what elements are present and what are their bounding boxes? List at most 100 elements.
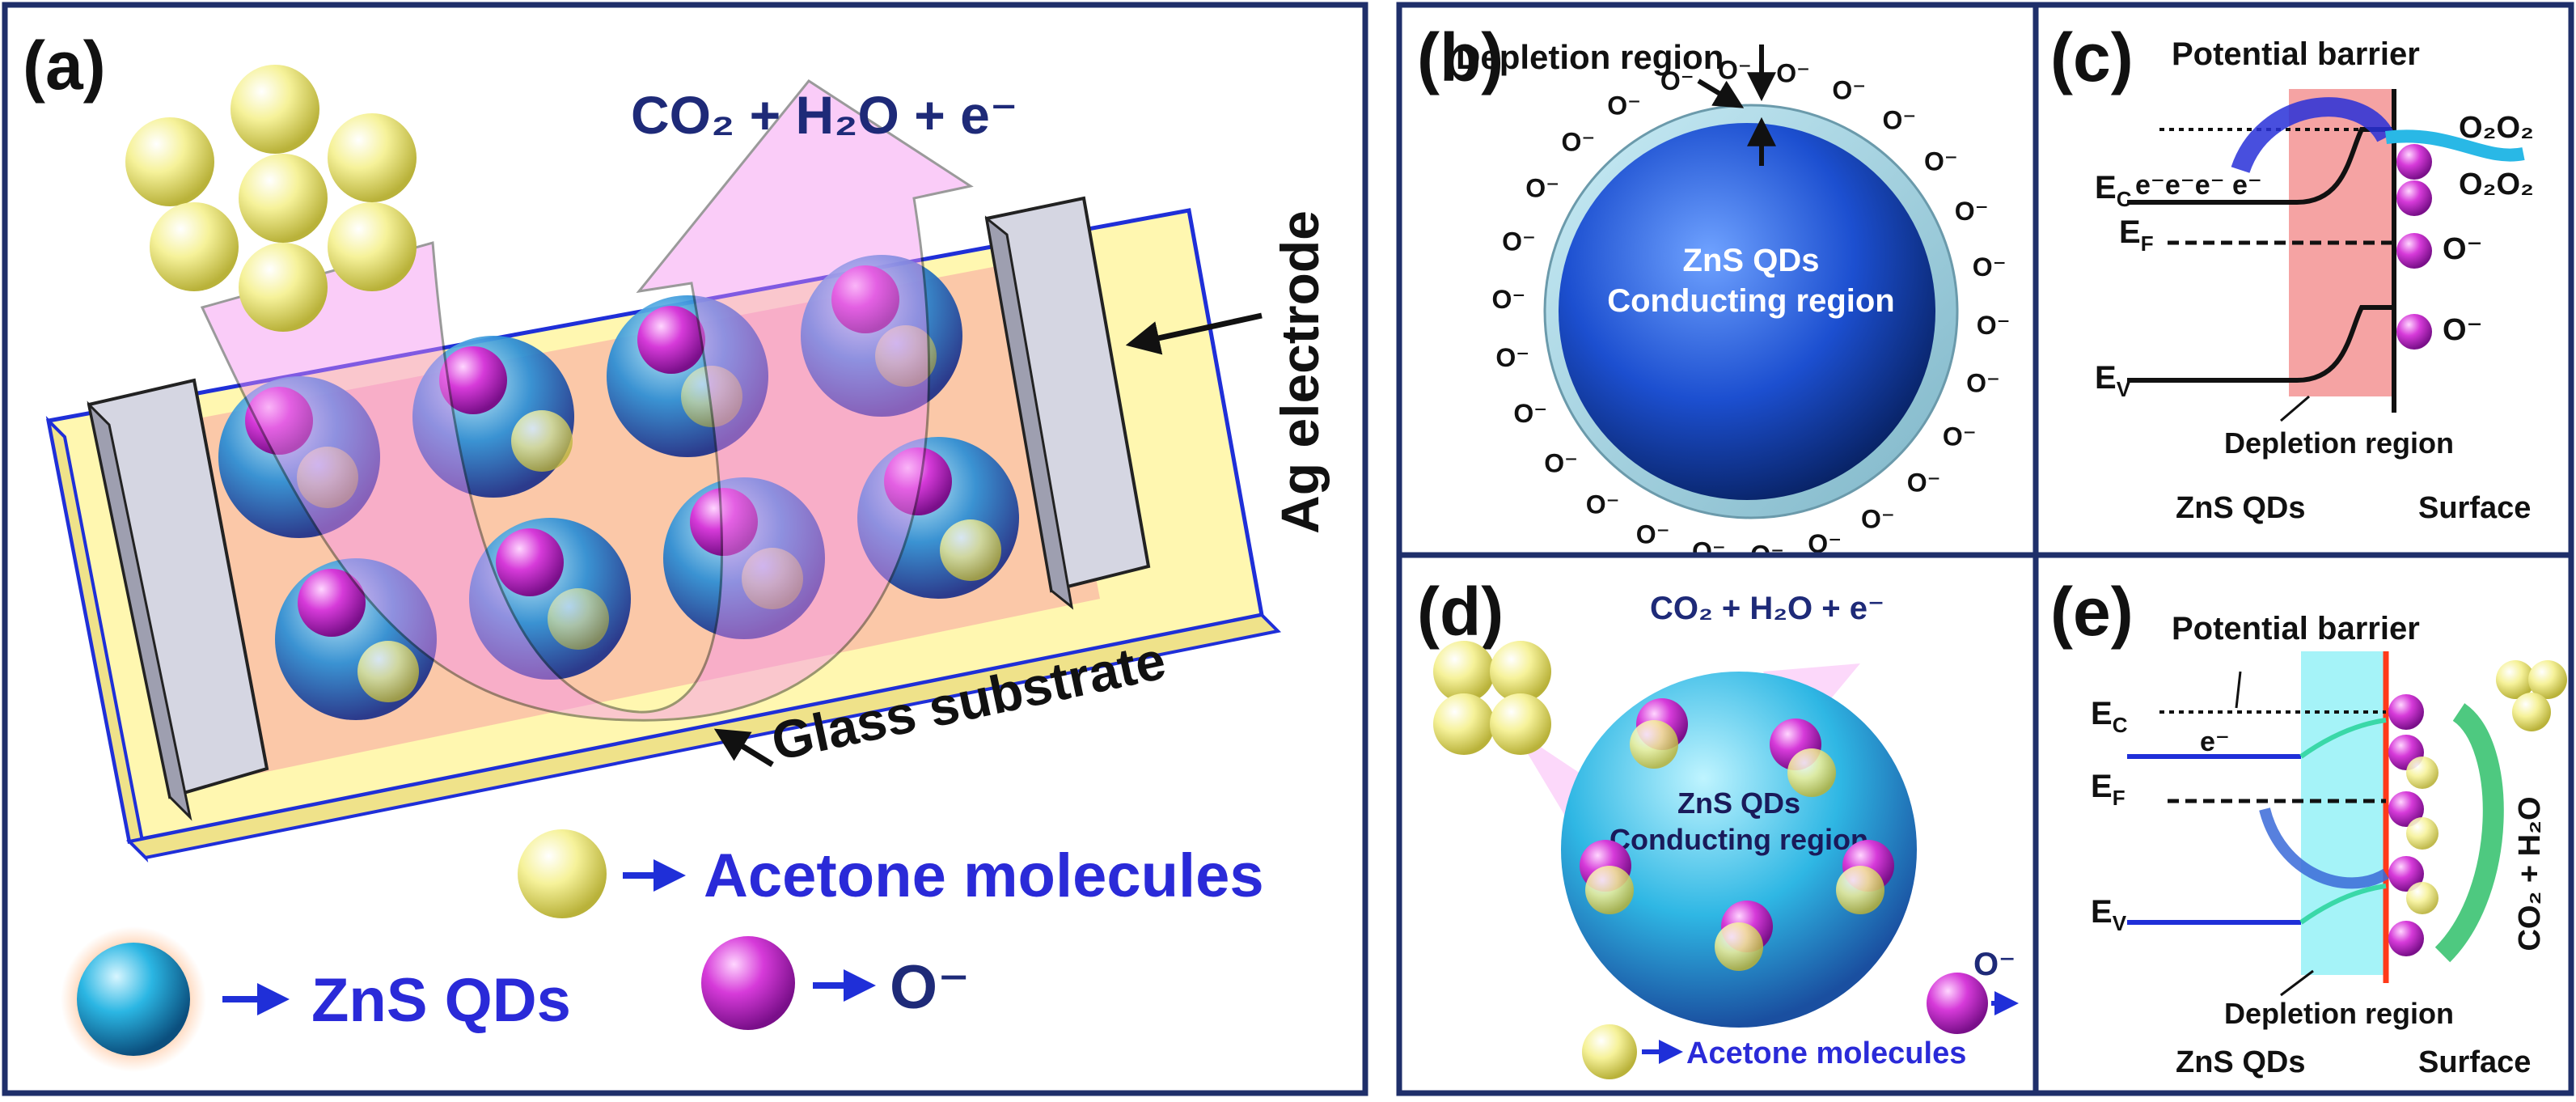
- panel-c-ev: EV: [2095, 360, 2131, 401]
- panel-c-label: (c): [2050, 19, 2134, 95]
- qd-8: [857, 437, 1019, 599]
- panel-e-products-label: CO₂ + H₂O: [2513, 796, 2547, 951]
- panel-b-oxygen-ion: O⁻: [1718, 56, 1752, 85]
- panel-d-gas-products: CO₂ + H₂O + e⁻: [1650, 591, 1884, 626]
- panel-b: (b) ZnS QDs Conducting region Depletion …: [1396, 2, 2039, 570]
- qd-4: [801, 255, 962, 417]
- panel-b-oxygen-ion: O⁻: [1883, 106, 1917, 135]
- glass-substrate-front: [125, 612, 1282, 860]
- panel-b-core-line2: Conducting region: [1607, 283, 1895, 319]
- legend-acetone-label: Acetone molecules: [704, 841, 1264, 910]
- panel-b-oxygen-ion: O⁻: [1525, 174, 1559, 203]
- panel-c-electrons: e⁻e⁻e⁻ e⁻: [2135, 170, 2262, 201]
- panel-d-core-line2: Conducting region: [1609, 823, 1868, 856]
- panel-e-product-arrow: [2434, 703, 2504, 963]
- panel-b-oxygen-ion: O⁻: [1776, 59, 1810, 88]
- legend-oxygen-swatch: [701, 936, 795, 1030]
- panel-e-acetone-cluster: [2496, 660, 2567, 731]
- panel-c-depletion-label: Depletion region: [2224, 426, 2454, 460]
- panel-e: (e) Potential barrier EC EF EV e⁻: [2032, 552, 2574, 1096]
- panel-b-oxygen-ion: O⁻: [1660, 66, 1694, 95]
- panel-e-surface-molecules: [2388, 694, 2439, 956]
- panel-b-oxygen-ion: O⁻: [1973, 252, 2007, 282]
- panel-d-legend-acetone-swatch: [1582, 1024, 1637, 1079]
- panel-d-label: (d): [1417, 574, 1504, 650]
- panel-c-o-ion-2: [2396, 180, 2432, 216]
- panel-b-depletion-label: Depletion region: [1456, 38, 1724, 76]
- panel-b-core-line1: ZnS QDs: [1683, 243, 1820, 278]
- panel-b-oxygen-ion: O⁻: [1966, 368, 2000, 397]
- panel-b-oxygen-ion: O⁻: [1636, 519, 1670, 549]
- panel-c-o2-label-2: O₂O₂: [2459, 167, 2534, 201]
- panel-b-oxygen-ion: O⁻: [1495, 343, 1529, 372]
- panel-e-label: (e): [2050, 574, 2134, 650]
- panel-c-bottom-left: ZnS QDs: [2176, 491, 2305, 525]
- legend-zns-swatch: [77, 943, 190, 1056]
- panel-c-o-ion-3: [2396, 233, 2432, 269]
- panel-b-depletion-pointer: [1697, 78, 1745, 108]
- panel-e-electron-return-arrow: [2259, 807, 2389, 889]
- panel-c-o2-label-1: O₂O₂: [2459, 111, 2534, 145]
- qd-3: [607, 295, 768, 457]
- legend-oxygen: O⁻: [701, 936, 970, 1030]
- legend-acetone-swatch: [518, 829, 607, 918]
- panel-e-barrier-pointer: [2235, 671, 2242, 709]
- legend-zns: ZnS QDs: [61, 926, 571, 1072]
- legend-acetone: Acetone molecules: [518, 829, 1264, 918]
- panel-e-bottom-left: ZnS QDs: [2176, 1045, 2305, 1079]
- panel-c-o-ion-label-1: O⁻: [2443, 232, 2483, 266]
- qd-5: [275, 558, 437, 720]
- qd-1: [218, 376, 380, 538]
- legend-oxygen-label: O⁻: [890, 953, 970, 1022]
- panel-b-oxygen-ion: O⁻: [1562, 127, 1596, 156]
- panel-a: (a): [2, 2, 1368, 1096]
- panel-d-acetone-cluster: [1433, 641, 1551, 755]
- panel-d-adsorbed-molecules: [1580, 698, 1894, 971]
- panel-b-label: (b): [1417, 19, 1504, 95]
- panel-c-o2-arrow: [2385, 129, 2525, 162]
- qd-core-conducting: [1559, 123, 1935, 500]
- gas-flow-arrow: [200, 79, 974, 722]
- ag-electrode-label: Ag electrode: [1270, 210, 1330, 534]
- panel-d: (d) CO₂ + H₂O + e⁻ ZnS QDs Conducting re…: [1396, 552, 2039, 1096]
- qd-2: [412, 336, 574, 498]
- panel-b-oxygen-ion: O⁻: [1586, 490, 1620, 519]
- panel-b-oxygen-ion: O⁻: [1544, 449, 1578, 478]
- panel-b-oxygen-ion: O⁻: [1861, 505, 1895, 534]
- qd-7: [663, 477, 825, 639]
- ag-electrode-pointer: [1125, 312, 1263, 355]
- panel-b-oxygen-ions: O⁻O⁻O⁻O⁻O⁻O⁻O⁻O⁻O⁻O⁻O⁻O⁻O⁻O⁻O⁻O⁻O⁻O⁻O⁻O⁻…: [1492, 56, 2011, 570]
- panel-e-ef: EF: [2091, 769, 2126, 810]
- panel-b-oxygen-ion: O⁻: [1977, 311, 2011, 340]
- panel-b-oxygen-ion: O⁻: [1513, 399, 1547, 428]
- panel-c-o-ion-label-2: O⁻: [2443, 313, 2483, 347]
- panel-e-depletion-label: Depletion region: [2224, 997, 2454, 1030]
- panel-b-oxygen-ion: O⁻: [1907, 468, 1941, 498]
- panel-c: (c) Potential barrier EC e⁻e⁻e⁻ e⁻ EF EV…: [2032, 2, 2574, 558]
- panel-b-oxygen-ion: O⁻: [1955, 197, 1989, 226]
- panel-b-oxygen-ion: O⁻: [1943, 422, 1977, 451]
- panel-c-o-ion-1: [2396, 144, 2432, 180]
- panel-e-ec: EC: [2091, 696, 2128, 737]
- legend-zns-label: ZnS QDs: [311, 966, 571, 1035]
- panel-c-electron-transfer-arrow: [2231, 97, 2395, 174]
- glass-substrate-pointer: [713, 728, 774, 767]
- panel-c-ec: EC: [2095, 170, 2132, 211]
- panel-b-oxygen-ion: O⁻: [1832, 76, 1866, 105]
- ag-electrode-left-side: [87, 401, 192, 821]
- panel-e-depletion-pointer: [2280, 969, 2314, 997]
- panel-e-bottom-right: Surface: [2418, 1045, 2531, 1079]
- panel-c-conduction-band: [2127, 127, 2394, 205]
- acetone-cluster: [125, 65, 417, 332]
- panel-c-o-ion-4: [2396, 314, 2432, 350]
- panel-b-oxygen-ion: O⁻: [1492, 285, 1526, 314]
- qd-array: [218, 255, 1019, 720]
- panel-c-valence-band: [2127, 305, 2394, 383]
- panel-e-depletion-band: [2301, 651, 2386, 975]
- panel-d-legend-oxygen-label: O⁻: [1973, 947, 2016, 982]
- panel-b-oxygen-ion: O⁻: [1502, 227, 1536, 256]
- panel-b-oxygen-ion: O⁻: [1607, 91, 1641, 120]
- panel-c-depletion-pointer: [2280, 395, 2310, 422]
- qd-6: [469, 518, 631, 680]
- panel-c-ef: EF: [2119, 214, 2154, 256]
